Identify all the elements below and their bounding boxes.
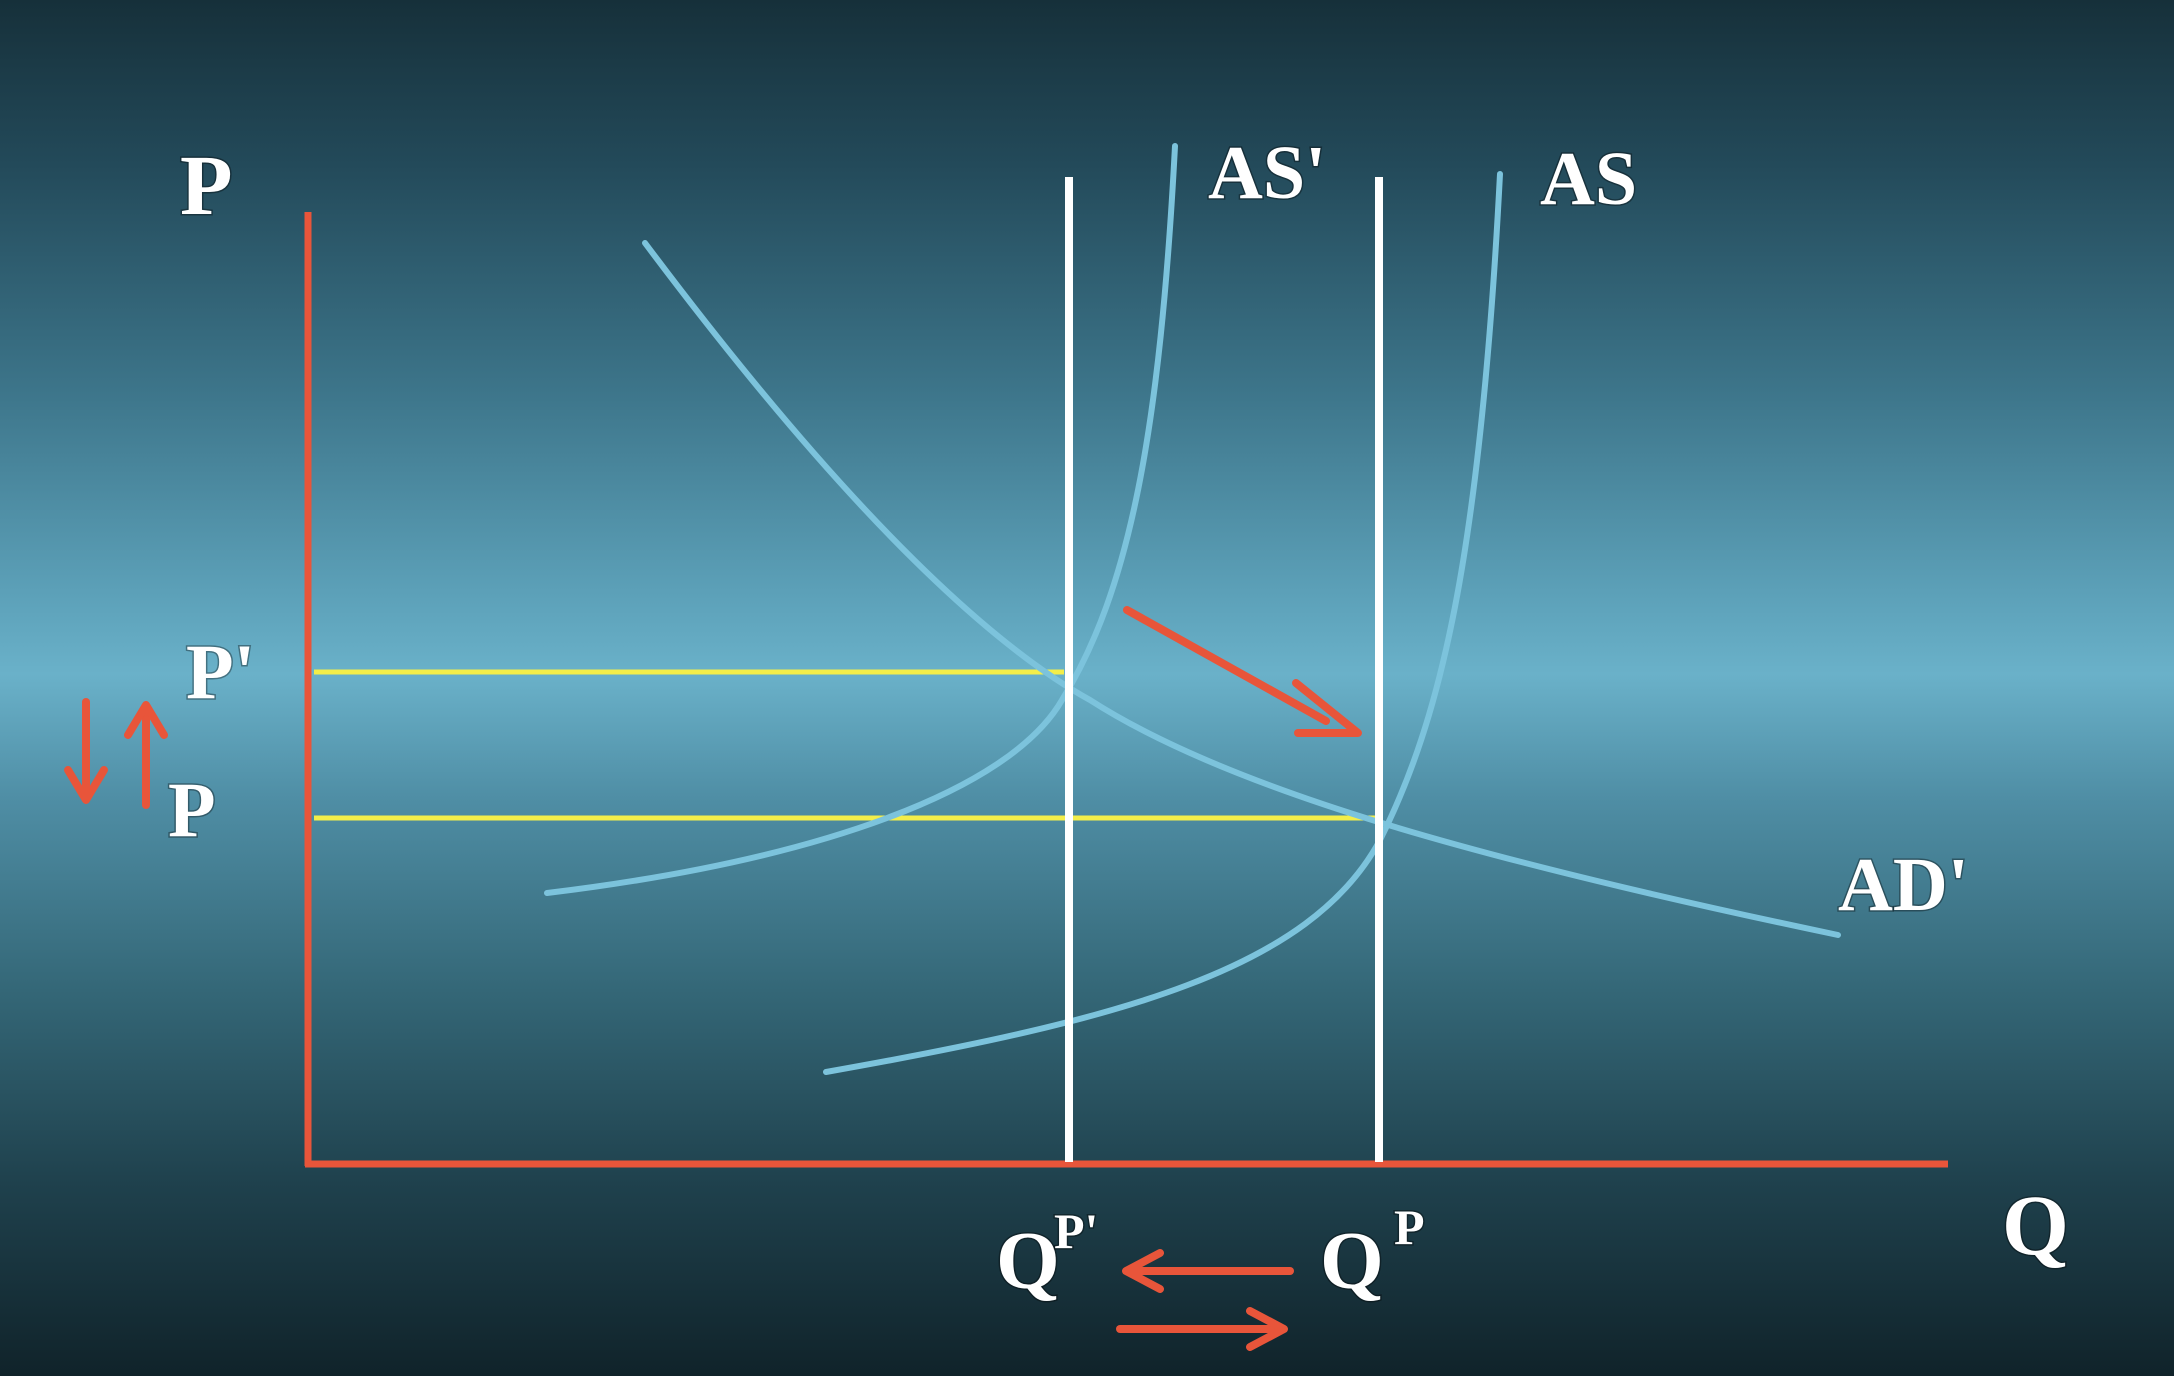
quantity-right-arrow	[1116, 1307, 1288, 1351]
y-axis-label: P	[180, 137, 233, 233]
price-down-arrow	[64, 698, 108, 804]
price-prime-label: P'	[186, 628, 255, 715]
q-potential-sup: P	[1394, 1199, 1425, 1255]
q-potential-base: Q	[1320, 1215, 1384, 1306]
price-up-arrow	[124, 701, 168, 809]
as-label: AS	[1540, 137, 1637, 221]
ad-prime-curve	[642, 240, 1841, 938]
as-prime-curve	[544, 143, 1178, 896]
ad-prime-label: AD'	[1838, 843, 1969, 927]
q-potential-prime-sup: P'	[1054, 1203, 1098, 1259]
quantity-left-arrow	[1122, 1249, 1294, 1293]
q-potential-prime-label: Q P'	[995, 1202, 1100, 1308]
q-potential-label: Q P	[1319, 1198, 1427, 1308]
as-prime-label: AS'	[1208, 131, 1326, 215]
q-potential-prime-base: Q	[996, 1215, 1060, 1306]
price-label: P	[168, 766, 216, 853]
shift-arrow	[1123, 606, 1362, 737]
x-axis-label: Q	[2002, 1177, 2069, 1273]
